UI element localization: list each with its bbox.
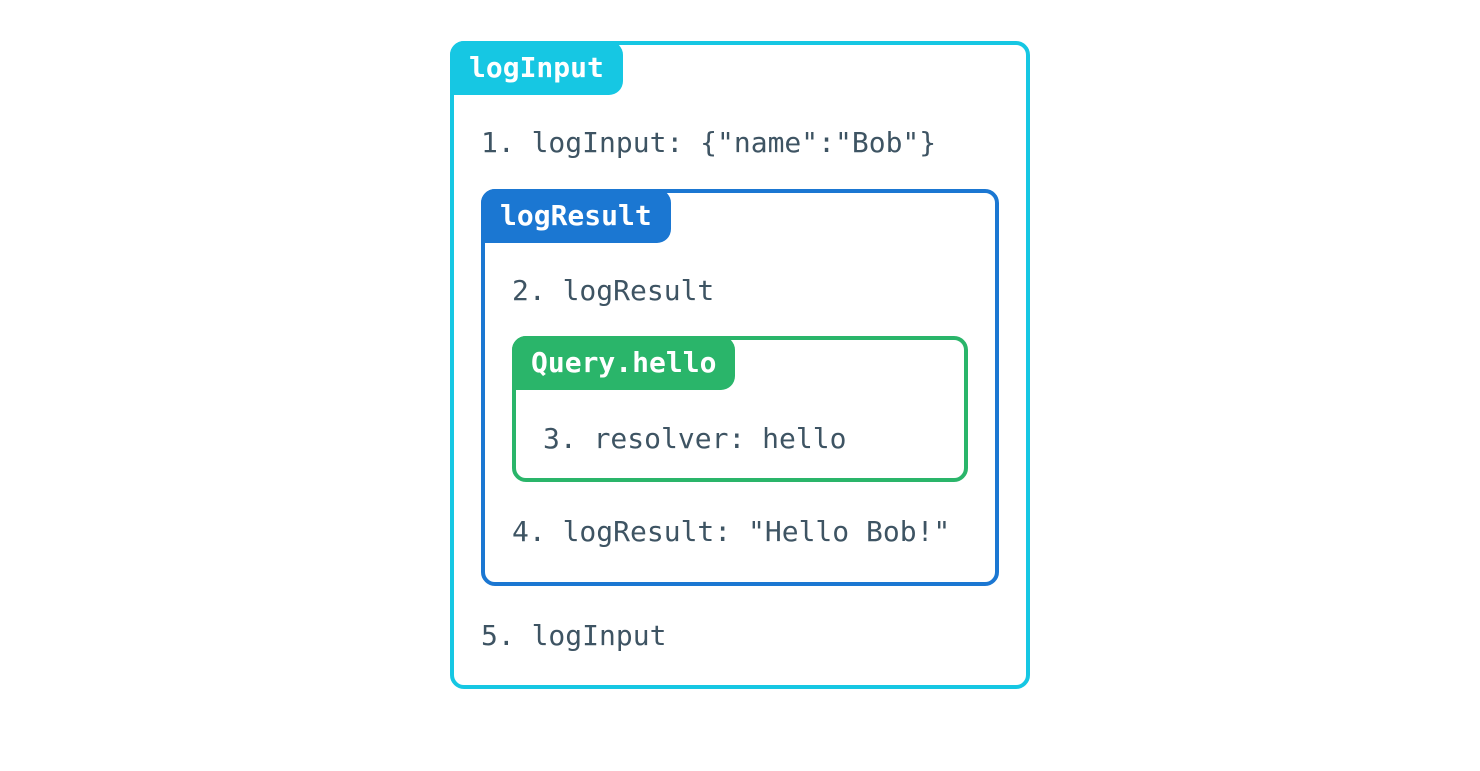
step-1-loginput-enter: 1. logInput: {"name":"Bob"}	[481, 126, 937, 159]
step-2-logresult-enter: 2. logResult	[512, 274, 715, 307]
query-hello-badge: Query.hello	[512, 336, 736, 390]
step-3-resolver: 3. resolver: hello	[543, 422, 847, 455]
loginput-box: logInput 1. logInput: {"name":"Bob"} log…	[450, 41, 1030, 689]
plugin-lifecycle-diagram: logInput 1. logInput: {"name":"Bob"} log…	[450, 41, 1030, 689]
step-4-logresult-exit: 4. logResult: "Hello Bob!"	[512, 515, 951, 548]
query-hello-box: Query.hello 3. resolver: hello	[512, 336, 968, 482]
loginput-badge: logInput	[450, 41, 623, 95]
logresult-badge: logResult	[481, 189, 671, 243]
logresult-box: logResult 2. logResult Query.hello 3. re…	[481, 189, 999, 586]
step-5-loginput-exit: 5. logInput	[481, 619, 667, 652]
